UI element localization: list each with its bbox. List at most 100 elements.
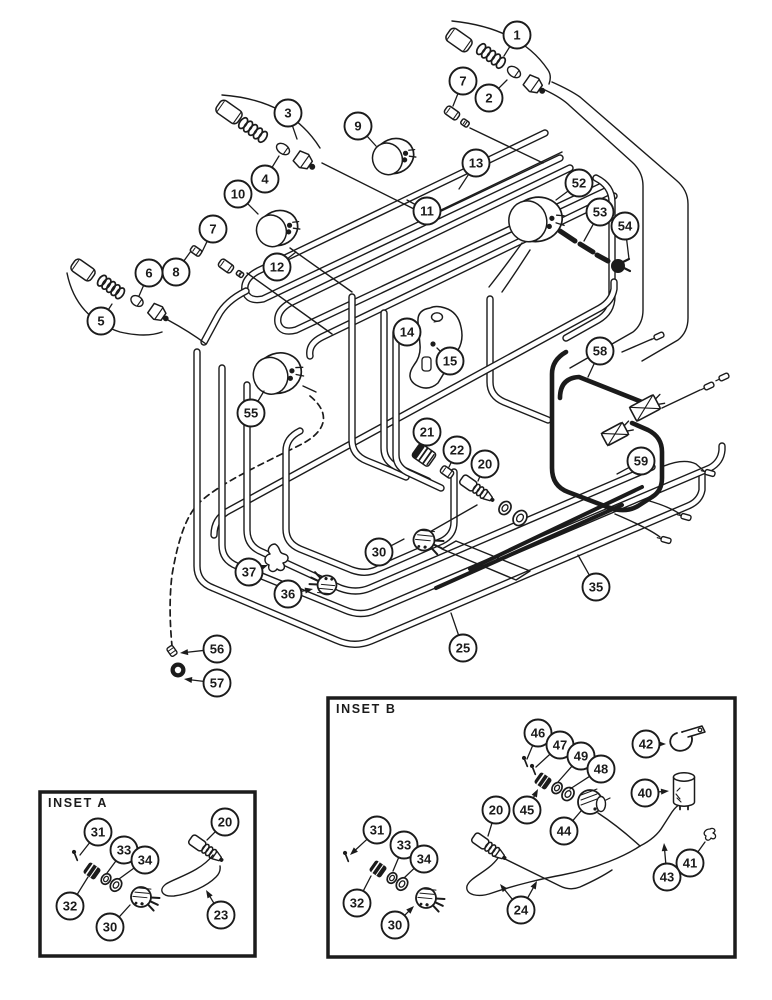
callout-number: 32 <box>63 899 77 914</box>
callout-number: 7 <box>209 222 216 237</box>
part-term <box>656 535 672 545</box>
callout-25: 25 <box>448 612 478 663</box>
callout-22: 22 <box>442 435 472 468</box>
callout-number: 48 <box>594 762 608 777</box>
callout-13: 13 <box>458 148 491 190</box>
callout-56: 56 <box>180 634 232 664</box>
callout-number: 55 <box>244 406 258 421</box>
part-canister40 <box>672 772 696 811</box>
part-gauge <box>252 352 305 395</box>
art-parts <box>70 27 730 913</box>
callout-31: 31 <box>79 817 113 856</box>
part-gauge <box>371 137 417 176</box>
callout-30: 30 <box>364 537 405 567</box>
callout-number: 13 <box>469 156 483 171</box>
part-washer <box>512 509 528 527</box>
callout-number: 47 <box>553 738 567 753</box>
callout-44: 44 <box>549 810 582 846</box>
callout-number: 4 <box>261 172 269 187</box>
callout-number: 33 <box>117 843 131 858</box>
callout-53: 53 <box>583 197 615 242</box>
callout-number: 14 <box>400 325 415 340</box>
part-screw <box>342 850 350 863</box>
art-dark <box>434 228 665 590</box>
callout-7: 7 <box>448 66 478 107</box>
part-blockx <box>628 393 666 422</box>
part-screw <box>529 763 537 776</box>
callout-number: 59 <box>634 454 648 469</box>
callout-number: 30 <box>103 920 117 935</box>
callout-number: 20 <box>218 815 232 830</box>
callout-5: 5 <box>86 303 116 336</box>
part-sock <box>522 74 546 94</box>
callout-number: 25 <box>456 641 470 656</box>
callout-8: 8 <box>161 250 192 287</box>
callout-31: 31 <box>350 815 392 855</box>
callout-15: 15 <box>435 346 465 376</box>
part-switch <box>130 886 161 912</box>
callout-number: 3 <box>284 106 291 121</box>
part-washer <box>386 871 398 885</box>
part-washer <box>498 500 512 516</box>
callout-59: 59 <box>616 446 656 476</box>
callout-number: 20 <box>478 457 492 472</box>
callout-number: 23 <box>214 908 228 923</box>
part-washer <box>395 876 409 892</box>
callout-number: 6 <box>145 266 152 281</box>
callout-number: 24 <box>514 903 529 918</box>
part-rib <box>411 443 437 467</box>
callout-number: 9 <box>354 119 361 134</box>
part-term <box>700 381 715 391</box>
callout-47: 47 <box>535 730 575 768</box>
inset-box-b <box>326 696 737 959</box>
part-spr <box>237 116 269 144</box>
part-term <box>700 468 716 478</box>
callout-number: 22 <box>450 443 464 458</box>
part-nut <box>369 860 387 878</box>
callout-57: 57 <box>184 668 232 698</box>
part-gauge <box>508 196 565 243</box>
callout-number: 58 <box>593 344 607 359</box>
part-screw <box>71 849 79 862</box>
callout-number: 10 <box>231 187 245 202</box>
callout-number: 36 <box>281 587 295 602</box>
part-cyl <box>235 269 245 279</box>
callout-48: 48 <box>569 754 616 790</box>
part-clip37 <box>264 543 289 573</box>
callout-number: 41 <box>683 856 697 871</box>
callout-7: 7 <box>198 214 228 253</box>
callout-54: 54 <box>610 211 640 260</box>
callout-14: 14 <box>392 317 422 347</box>
callout-21: 21 <box>412 417 442 447</box>
part-cyl <box>70 258 96 282</box>
callout-number: 15 <box>443 354 457 369</box>
part-cyl <box>215 99 243 125</box>
callout-23: 23 <box>206 890 236 930</box>
callout-2: 2 <box>474 79 508 113</box>
callout-42: 42 <box>631 729 666 759</box>
callout-number: 42 <box>639 737 653 752</box>
part-gauge <box>255 209 301 248</box>
callout-number: 54 <box>618 219 633 234</box>
callout-55: 55 <box>236 390 266 428</box>
callout-number: 37 <box>242 565 256 580</box>
callout-24: 24 <box>500 881 537 925</box>
callout-40: 40 <box>630 778 669 808</box>
part-cyl <box>189 245 203 257</box>
part-washer <box>100 872 112 886</box>
callout-33: 33 <box>106 835 139 874</box>
callout-20: 20 <box>206 807 240 841</box>
callout-number: 34 <box>138 853 153 868</box>
part-switch <box>415 887 446 913</box>
part-term <box>650 331 665 341</box>
art-tubes <box>193 129 726 648</box>
callout-number: 56 <box>210 642 224 657</box>
callout-35: 35 <box>577 554 611 602</box>
callout-number: 43 <box>660 870 674 885</box>
callout-number: 30 <box>372 545 386 560</box>
callout-41: 41 <box>675 841 706 878</box>
callout-number: 33 <box>397 838 411 853</box>
callout-number: 31 <box>91 825 105 840</box>
part-bulb <box>506 65 522 79</box>
